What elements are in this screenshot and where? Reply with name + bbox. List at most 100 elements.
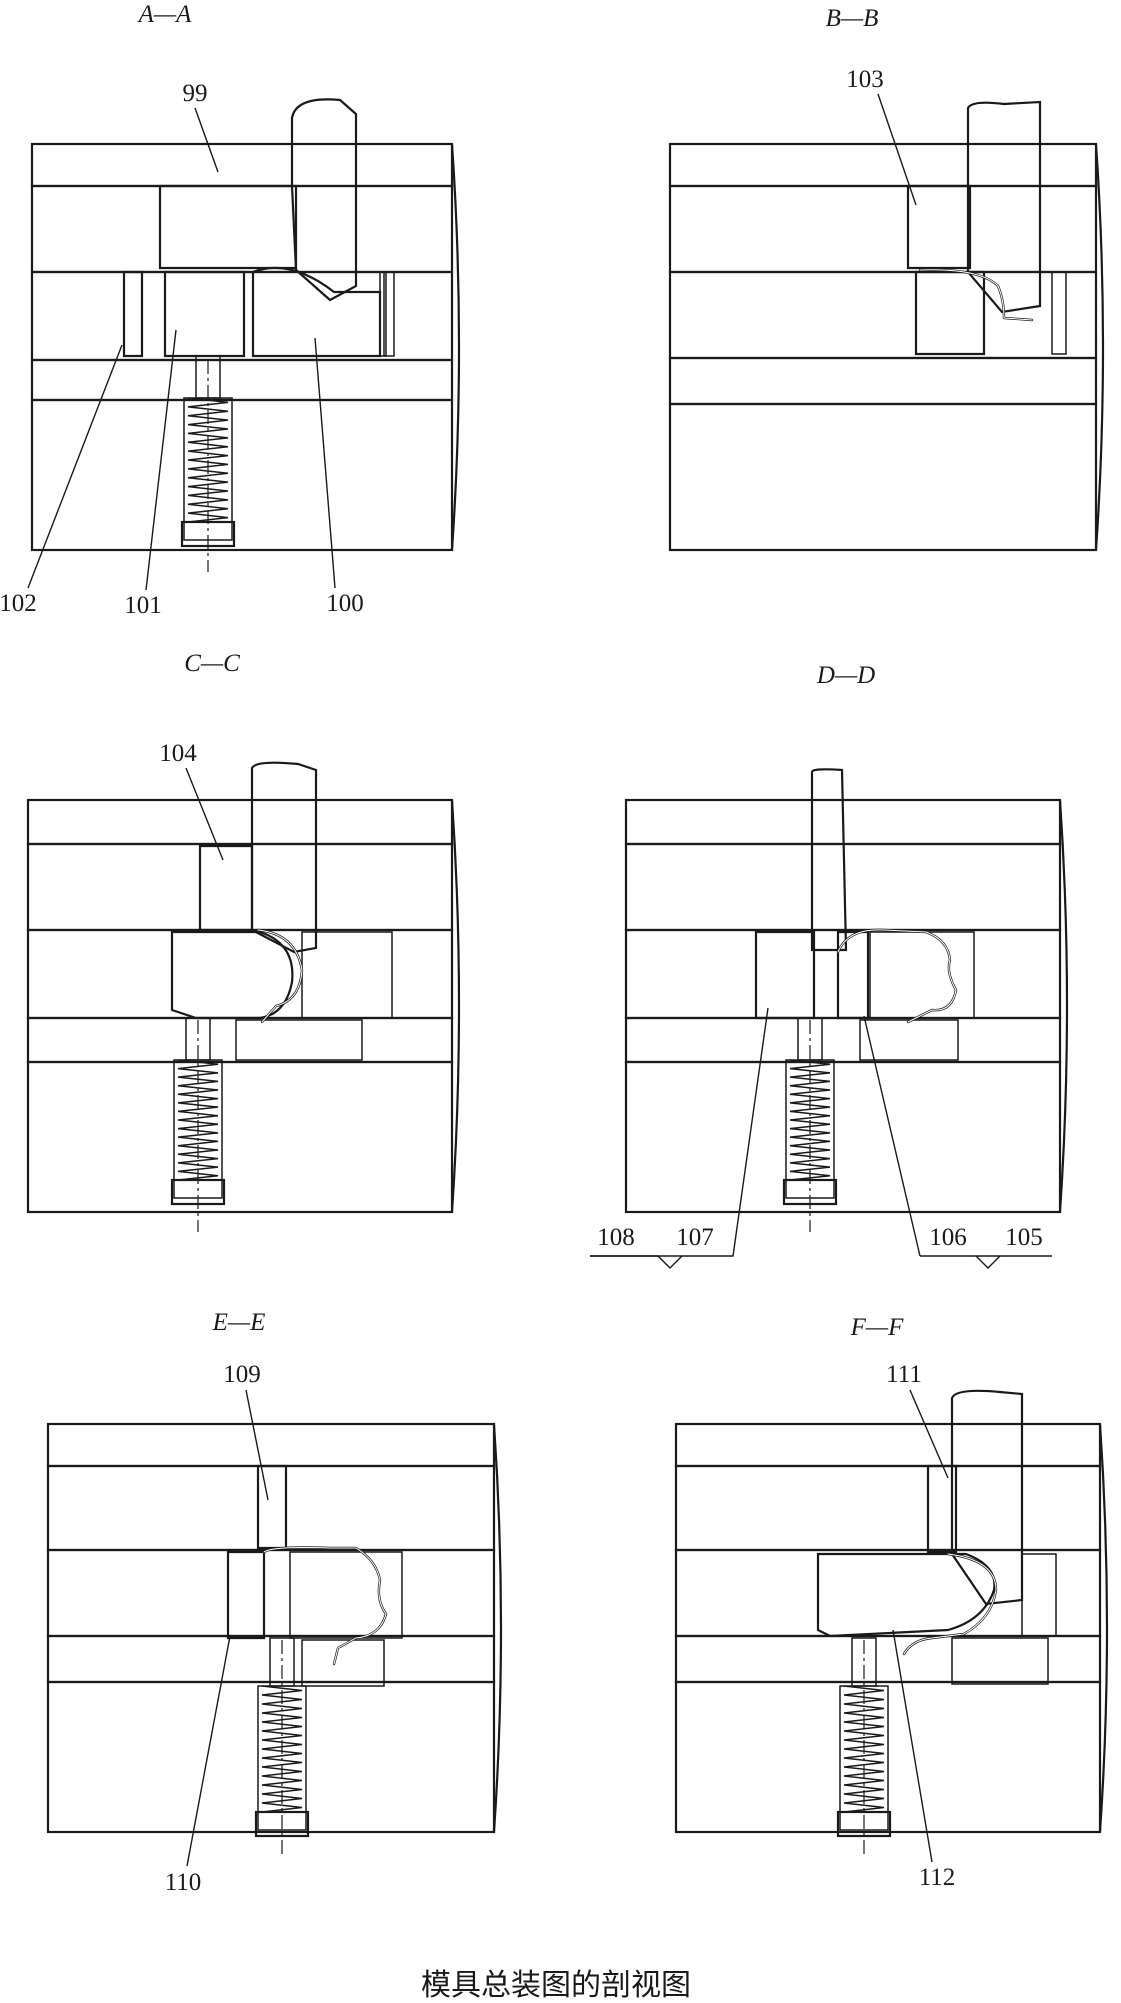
- section-title-d: D—D: [816, 662, 875, 689]
- clearance: [1021, 1553, 1057, 1637]
- pillar-102: [122, 270, 144, 358]
- gap: [379, 271, 387, 357]
- die-insert: [914, 270, 986, 356]
- upper-tool: [290, 98, 358, 302]
- clearance: [383, 271, 395, 357]
- lower-die-base: [668, 402, 1098, 552]
- clearance: [289, 1551, 403, 1639]
- forming-block-112: [816, 1552, 996, 1638]
- clearance: [869, 931, 975, 1019]
- punch-103: [906, 184, 972, 270]
- forming-block: [170, 930, 294, 1020]
- break-line: [1098, 1423, 1109, 1833]
- top-clamp-plate: [668, 142, 1098, 188]
- figure-caption: 模具总装图的剖视图: [421, 1969, 691, 2002]
- part-label-101: 101: [124, 592, 162, 619]
- part-label-107: 107: [676, 1224, 714, 1251]
- upper-die-plate: [26, 842, 454, 932]
- part-label-100: 100: [326, 590, 364, 617]
- part-label-104: 104: [159, 740, 197, 767]
- break-line: [1094, 143, 1105, 551]
- part-label-99: 99: [183, 80, 208, 107]
- workpiece-wire: [902, 1552, 998, 1656]
- section-title-e: E—E: [212, 1309, 266, 1336]
- upper-die-plate: [46, 1464, 496, 1552]
- stripper-plate: [46, 1548, 496, 1638]
- section-title-f: F—F: [850, 1314, 905, 1341]
- punch-104: [198, 844, 254, 932]
- punch-109: [256, 1464, 288, 1550]
- insert-101: [163, 270, 246, 358]
- part-label-111: 111: [886, 1361, 922, 1388]
- top-clamp-plate: [26, 798, 454, 846]
- stripper-plate: [674, 1548, 1102, 1638]
- top-clamp-plate: [46, 1422, 496, 1468]
- insert-110: [226, 1550, 266, 1640]
- break-line: [450, 143, 461, 551]
- clearance: [1051, 271, 1067, 355]
- punch-99: [158, 184, 298, 270]
- section-c: [26, 761, 461, 1232]
- die-plate: [674, 1634, 1102, 1684]
- part-label-112: 112: [919, 1864, 956, 1891]
- spring-coil: [843, 1685, 885, 1813]
- section-title-a: A—A: [137, 1, 193, 28]
- top-clamp-plate: [30, 142, 454, 188]
- insert-107: [754, 930, 816, 1020]
- die-plate: [46, 1634, 496, 1684]
- leader-lines: [27, 93, 1052, 1867]
- section-f: [674, 1389, 1109, 1858]
- section-d: [624, 768, 1069, 1232]
- section-b: [668, 100, 1105, 552]
- die-plate: [26, 1016, 454, 1064]
- section-title-b: B—B: [826, 5, 879, 32]
- spring-coil: [261, 1685, 303, 1813]
- workpiece-wire-core: [257, 929, 303, 1023]
- part-label-105: 105: [1005, 1224, 1043, 1251]
- die-plate: [624, 1016, 1062, 1064]
- part-label-106: 106: [929, 1224, 967, 1251]
- break-line: [1058, 799, 1069, 1213]
- lower-die-base: [30, 398, 454, 552]
- workpiece-wire-core: [903, 1553, 997, 1655]
- workpiece-wire: [918, 268, 1034, 322]
- lower-die-base: [46, 1680, 496, 1834]
- clearance: [235, 1019, 363, 1061]
- upper-tool: [950, 1389, 1024, 1606]
- upper-die-plate: [668, 184, 1098, 274]
- workpiece-wire-core: [919, 269, 1033, 321]
- break-line: [450, 799, 461, 1213]
- part-label-103: 103: [846, 66, 884, 93]
- workpiece-wire: [836, 928, 958, 1024]
- upper-tool: [250, 761, 318, 954]
- part-label-110: 110: [165, 1869, 202, 1896]
- stripper-plate: [26, 928, 454, 1020]
- workpiece-wire-core: [263, 1547, 387, 1665]
- section-a: [30, 98, 461, 572]
- lower-die-base: [674, 1680, 1102, 1834]
- break-line: [492, 1423, 503, 1833]
- spring-coil: [177, 1059, 219, 1181]
- upper-die-plate: [674, 1464, 1102, 1552]
- workpiece-wire-core: [837, 929, 957, 1023]
- center-punch: [810, 768, 848, 952]
- part-label-109: 109: [223, 1361, 261, 1388]
- upper-die-plate: [30, 184, 454, 274]
- lower-die-base: [624, 1060, 1062, 1214]
- punch-111: [926, 1464, 958, 1554]
- die-plate: [668, 356, 1098, 406]
- stripper-plate: [30, 270, 454, 362]
- part-label-108: 108: [597, 1224, 635, 1251]
- stripper-plate: [668, 270, 1098, 360]
- upper-tool: [966, 100, 1042, 314]
- spring-coil: [789, 1059, 831, 1181]
- lower-die-base: [26, 1060, 454, 1214]
- section-e: [46, 1422, 503, 1858]
- clearance: [301, 1639, 385, 1687]
- section-title-c: C—C: [184, 650, 240, 677]
- part-label-102: 102: [0, 590, 37, 617]
- forming-block-100: [251, 266, 382, 358]
- clearance: [859, 1019, 959, 1061]
- die-plate: [30, 358, 454, 402]
